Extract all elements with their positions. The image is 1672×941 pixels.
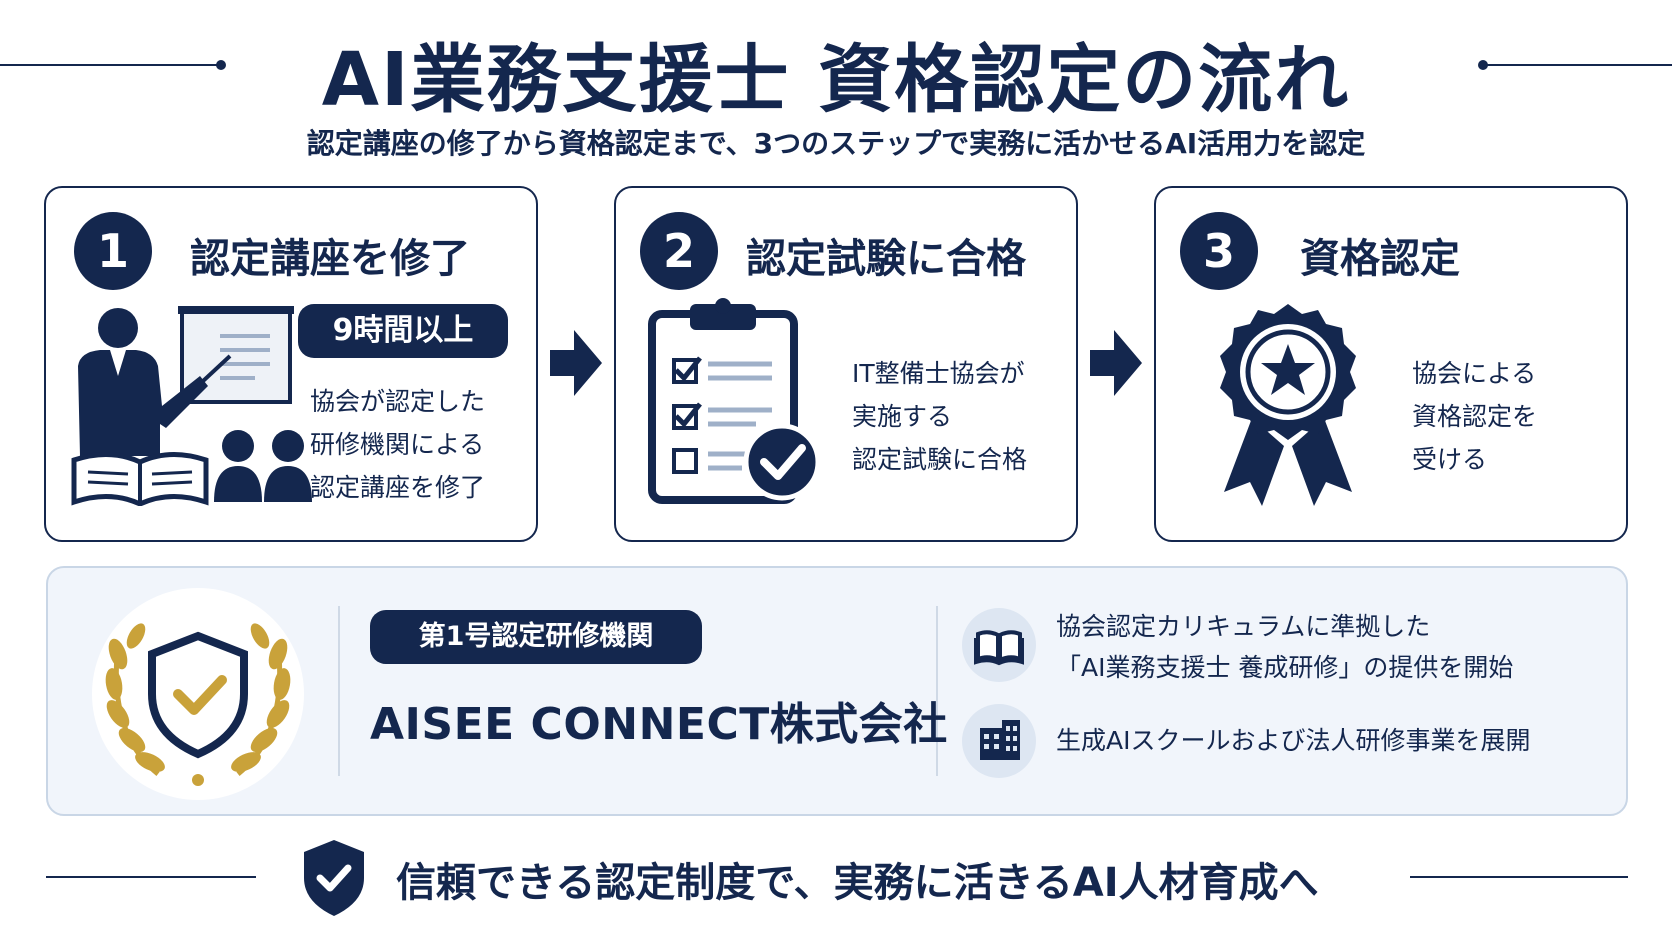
laurel-shield-icon (92, 588, 304, 800)
footer-rule-left (46, 876, 256, 878)
step-description-3: 協会による 資格認定を 受ける (1412, 359, 1538, 474)
arrow-right-icon (550, 330, 602, 396)
page-title: AI業務支援士 資格認定の流れ (321, 37, 1351, 123)
step-description-2: IT整備士協会が 実施する 認定試験に合格 (852, 359, 1028, 474)
panel-divider-right (936, 606, 938, 776)
title-rule-right-dot (1478, 60, 1488, 70)
footer-rule-right (1410, 876, 1628, 878)
book-icon (962, 608, 1036, 682)
arrow-right-icon (1090, 330, 1142, 396)
checklist-icon (648, 298, 821, 504)
footer-message: 信頼できる認定制度で、実務に活きるAI人材育成へ (396, 860, 1319, 906)
step-card-3: 3 資格認定 協会による 資格認定を 受ける (1154, 186, 1628, 542)
company-name: AISEE CONNECT株式会社 (370, 699, 948, 750)
building-icon (962, 704, 1036, 778)
page-subtitle: 認定講座の修了から資格認定まで、3つのステップで実務に活かせるAI活用力を認定 (306, 127, 1366, 160)
duration-badge: 9時間以上 (298, 304, 508, 358)
title-rule-left-dot (216, 60, 226, 70)
step-number-2: 2 (640, 212, 718, 290)
step-description-1: 協会が認定した 研修機関による 認定講座を修了 (310, 387, 486, 502)
shield-check-icon (304, 840, 364, 916)
step-title-1: 認定講座を修了 (190, 236, 470, 282)
step-number-1: 1 (74, 212, 152, 290)
step-card-2: 2 認定試験に合格 IT整備士協会が 実施する 認定試験に合格 (614, 186, 1078, 542)
institution-panel: 第1号認定研修機関 協会認定カリキュラムに準拠した 「AI業務支援士 養成研修」… (46, 566, 1628, 816)
title-rule-left (0, 64, 218, 66)
title-rule-right (1484, 64, 1672, 66)
institution-badge: 第1号認定研修機関 (370, 610, 702, 664)
step-number-3: 3 (1180, 212, 1258, 290)
panel-divider-left (338, 606, 340, 776)
award-ribbon-icon (1220, 304, 1356, 506)
instructor-icon (71, 306, 312, 506)
step-card-1: 1 認定講座を修了 9時間以上 協会が認定した 研修機関による 認定講座を修了 (44, 186, 538, 542)
step-title-2: 認定試験に合格 (746, 236, 1026, 282)
feature-text-business: 生成AIスクールおよび法人研修事業を展開 (1056, 726, 1531, 755)
step-title-3: 資格認定 (1300, 236, 1460, 282)
feature-text-curriculum: 協会認定カリキュラムに準拠した 「AI業務支援士 養成研修」の提供を開始 (1056, 612, 1514, 682)
